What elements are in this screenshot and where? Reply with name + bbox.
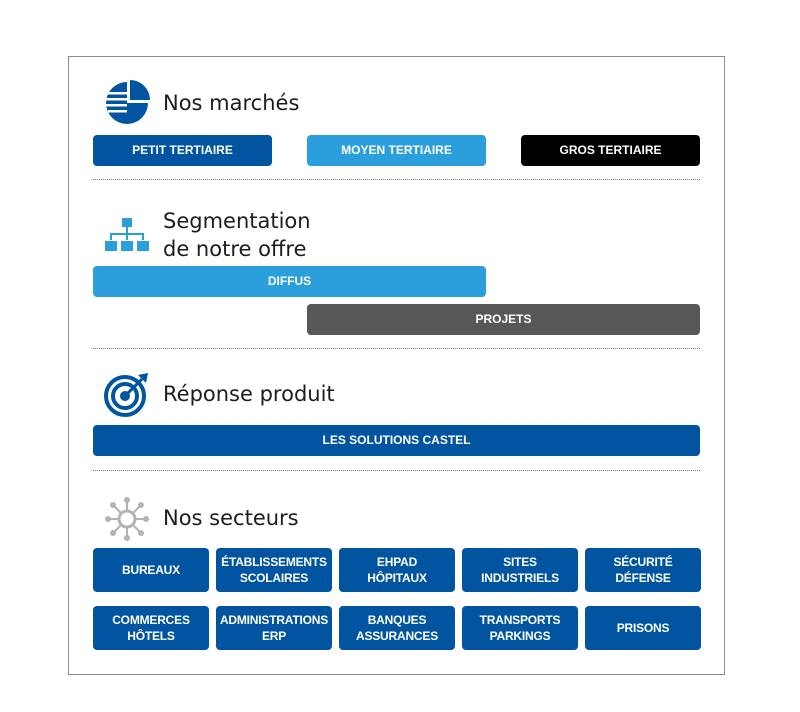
section-title-reponse: Réponse produit	[163, 382, 335, 406]
sector-securite-defense: SÉCURITÉ DÉFENSE	[585, 548, 701, 592]
market-moyen-tertiaire: MOYEN TERTIAIRE	[307, 135, 486, 166]
diagram-frame	[68, 56, 725, 675]
solution-castel: LES SOLUTIONS CASTEL	[93, 425, 700, 456]
market-petit-tertiaire: PETIT TERTIAIRE	[93, 135, 272, 166]
network-icon	[105, 497, 149, 541]
sector-banques-assurances: BANQUES ASSURANCES	[339, 606, 455, 650]
market-gros-tertiaire: GROS TERTIAIRE	[521, 135, 700, 166]
section-title-marches: Nos marchés	[163, 91, 300, 115]
section-title-segmentation-line1: Segmentation	[163, 209, 311, 233]
target-icon	[104, 373, 148, 417]
sector-ehpad-hopitaux: EHPAD HÔPITAUX	[339, 548, 455, 592]
section-divider	[93, 470, 700, 471]
sector-prisons: PRISONS	[585, 606, 701, 650]
segment-projets: PROJETS	[307, 304, 700, 335]
sector-transports-parkings: TRANSPORTS PARKINGS	[462, 606, 578, 650]
sector-administrations-erp: ADMINISTRATIONS ERP	[216, 606, 332, 650]
section-divider	[93, 179, 700, 180]
segment-diffus: DIFFUS	[93, 266, 486, 297]
section-divider	[93, 348, 700, 349]
pie-chart-icon	[106, 80, 150, 124]
sector-etablissements-scolaires: ÉTABLISSEMENTS SCOLAIRES	[216, 548, 332, 592]
org-chart-icon	[105, 218, 149, 251]
sector-bureaux: BUREAUX	[93, 548, 209, 592]
sector-sites-industriels: SITES INDUSTRIELS	[462, 548, 578, 592]
section-title-secteurs: Nos secteurs	[163, 506, 299, 530]
section-title-segmentation-line2: de notre offre	[163, 237, 307, 261]
sector-commerces-hotels: COMMERCES HÔTELS	[93, 606, 209, 650]
